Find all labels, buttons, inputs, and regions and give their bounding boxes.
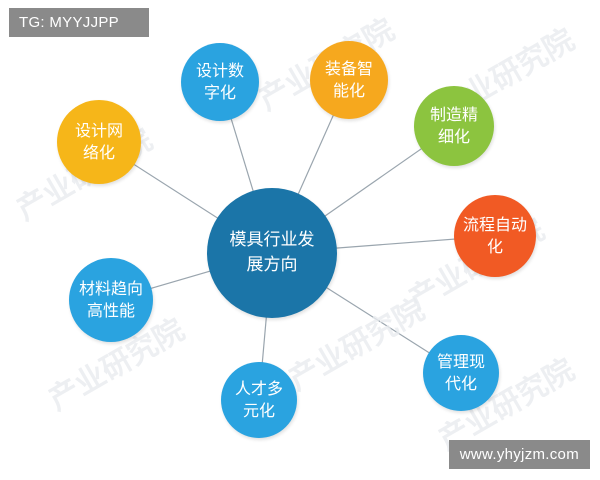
- node-label-line: 高性能: [86, 301, 135, 320]
- center-node: 模具行业发展方向: [207, 188, 337, 318]
- node-label-line: 流程自动: [462, 215, 527, 234]
- node-label-line: 制造精: [429, 105, 478, 124]
- center-label-line: 展方向: [246, 255, 298, 275]
- node-label-line: 络化: [82, 143, 115, 162]
- center-label-line: 模具行业发: [229, 230, 315, 250]
- node-label-line: 元化: [242, 401, 275, 420]
- node-label-line: 细化: [437, 127, 470, 146]
- node-label-line: 字化: [203, 83, 236, 102]
- website-tag: www.yhyjzm.com: [448, 440, 590, 469]
- node-label-line: 代化: [444, 374, 477, 393]
- node-material-performance: 材料趋向高性能: [69, 258, 153, 342]
- node-management-modern: 管理现代化: [423, 335, 499, 411]
- node-label-line: 设计网: [74, 121, 123, 140]
- node-equipment-intelligent: 装备智能化: [310, 41, 388, 119]
- node-talent-diverse: 人才多元化: [221, 362, 297, 438]
- node-manufacturing-fine: 制造精细化: [414, 86, 494, 166]
- node-design-digital: 设计数字化: [181, 43, 259, 121]
- node-label-line: 管理现: [436, 352, 485, 371]
- node-process-automation: 流程自动化: [454, 195, 536, 277]
- top-tag: TG: MYYJJPP: [9, 8, 149, 37]
- node-label-line: 装备智: [324, 59, 373, 78]
- node-label-line: 设计数: [195, 61, 244, 80]
- node-label-line: 能化: [332, 81, 365, 100]
- node-label-line: 人才多: [234, 379, 283, 398]
- node-label-line: 化: [486, 237, 503, 256]
- node-design-network: 设计网络化: [57, 100, 141, 184]
- node-label-line: 材料趋向: [78, 279, 143, 298]
